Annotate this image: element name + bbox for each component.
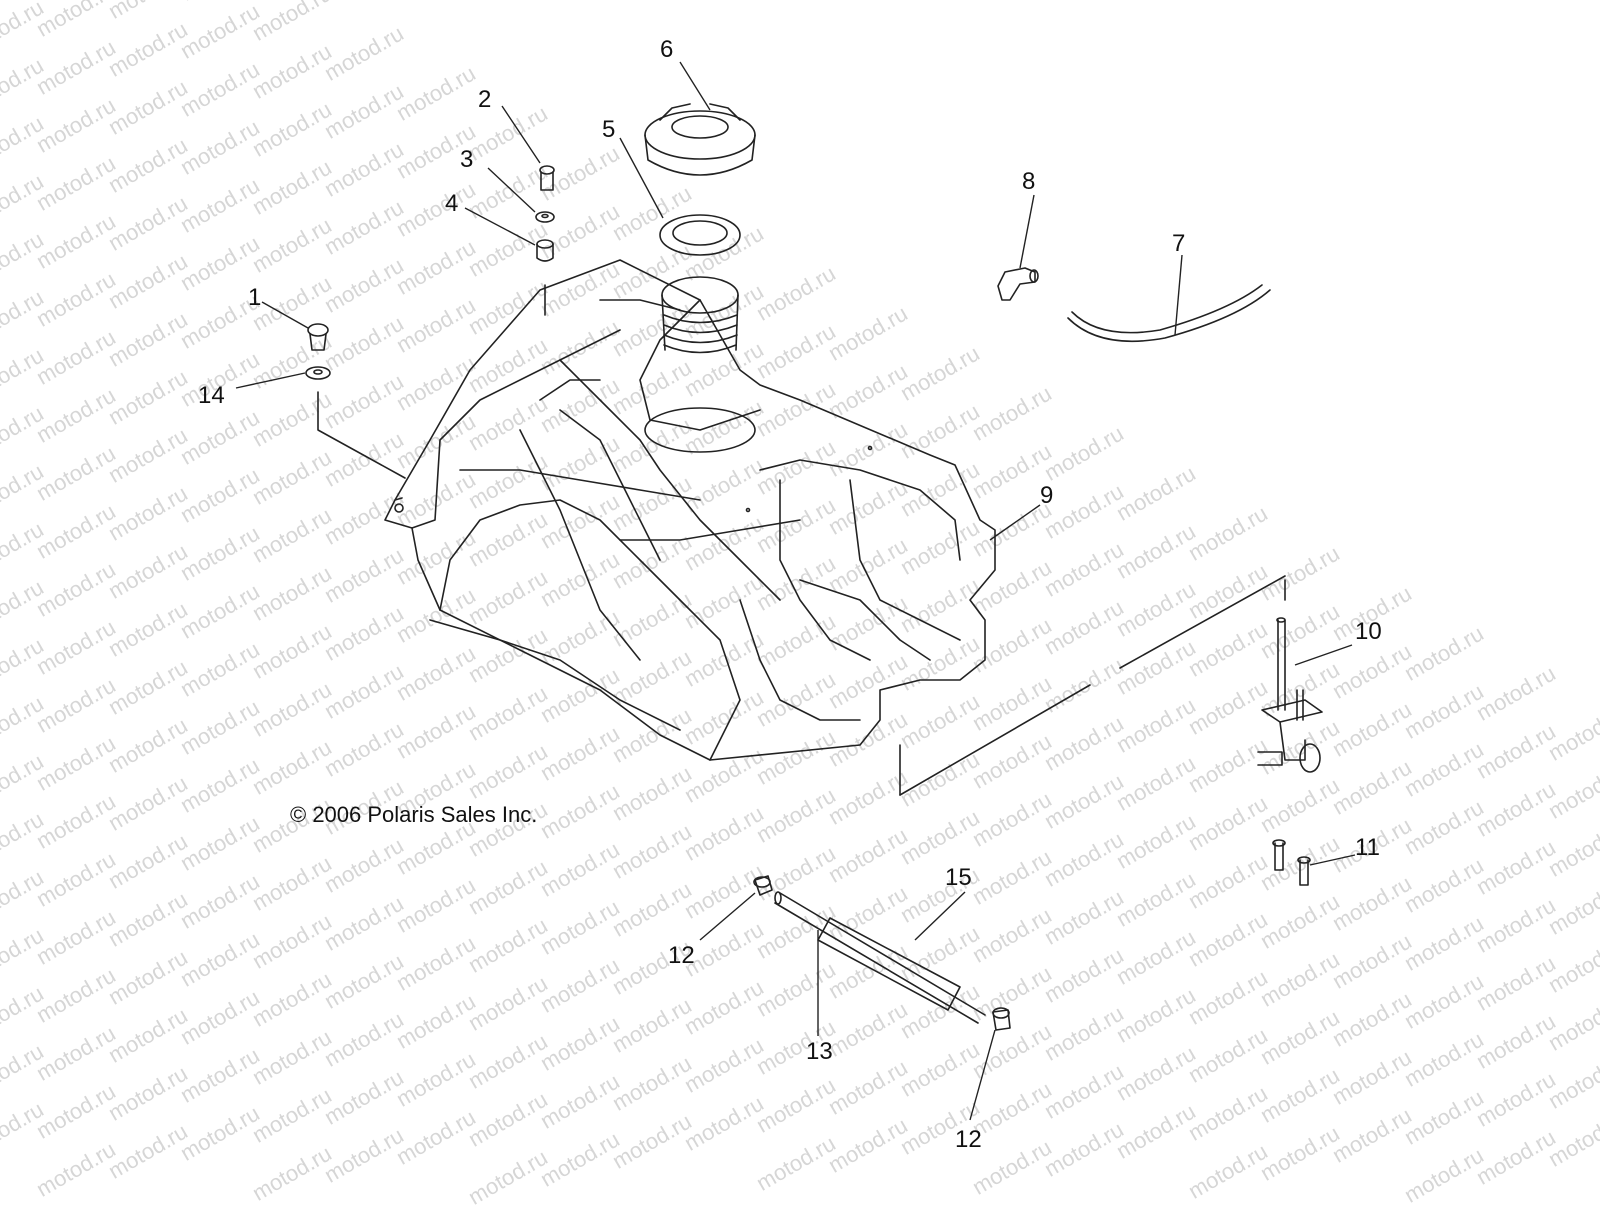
callout-10: 10 (1355, 618, 1382, 645)
callout-6: 6 (660, 36, 674, 63)
clamp-lower (992, 1007, 1011, 1031)
callout-12-lower: 12 (955, 1126, 982, 1153)
washer-14 (305, 366, 331, 380)
callout-3: 3 (460, 146, 474, 173)
spacer-4 (536, 239, 554, 262)
callout-9: 9 (1040, 482, 1054, 509)
washer-3 (535, 211, 555, 223)
vent-elbow (997, 267, 1039, 301)
gas-cap (644, 103, 756, 176)
screw-2 (539, 165, 555, 191)
bolt-1 (307, 323, 329, 351)
callout-4: 4 (445, 190, 459, 217)
callout-8: 8 (1022, 168, 1036, 195)
callout-11: 11 (1355, 834, 1380, 861)
fuel-tank (384, 259, 996, 761)
screws-11 (1272, 839, 1311, 886)
callout-14: 14 (198, 382, 225, 409)
callout-1: 1 (248, 284, 262, 311)
callout-7: 7 (1172, 230, 1186, 257)
cap-gasket (659, 214, 741, 256)
callout-5: 5 (602, 116, 616, 143)
vent-hose (1071, 284, 1263, 334)
callout-15: 15 (945, 864, 972, 891)
fuel-valve (1257, 617, 1323, 773)
clamp-upper (753, 875, 773, 896)
callout-13: 13 (806, 1038, 833, 1065)
fuel-line (774, 891, 986, 1024)
callout-12-upper: 12 (668, 942, 695, 969)
copyright-notice: © 2006 Polaris Sales Inc. (290, 802, 538, 827)
callout-2: 2 (478, 86, 492, 113)
